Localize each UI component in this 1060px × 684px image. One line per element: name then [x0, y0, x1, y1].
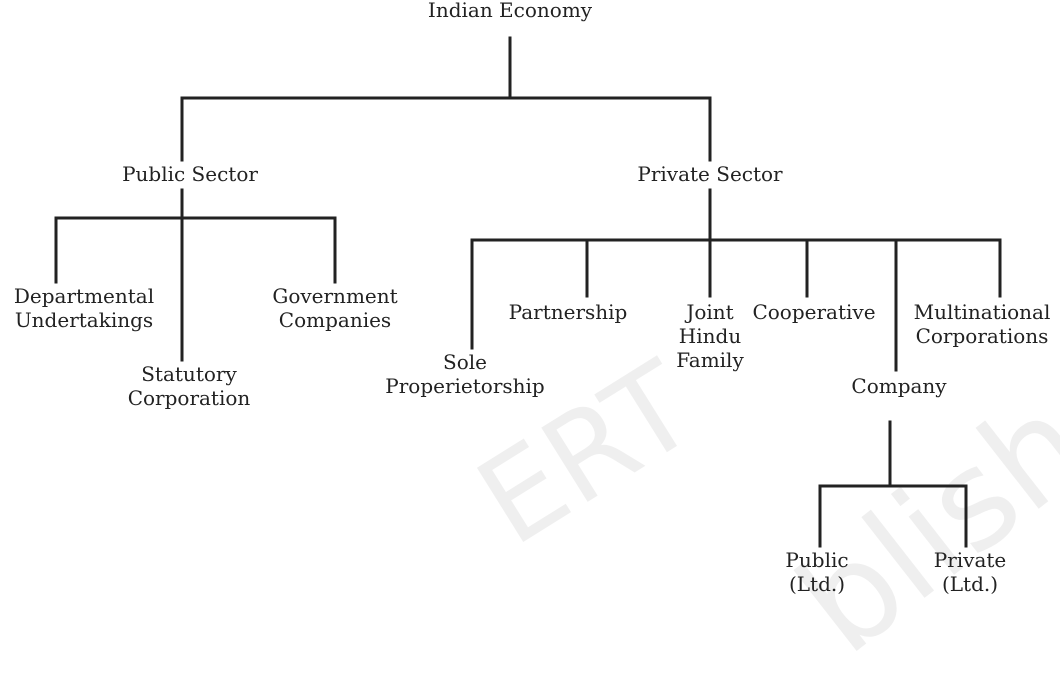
node-statutory-corporation: Statutory Corporation — [127, 362, 251, 410]
node-public-ltd: Public (Ltd.) — [785, 548, 849, 596]
node-private-ltd: Private (Ltd.) — [933, 548, 1007, 596]
node-multinational-corporations: Multinational Corporations — [913, 300, 1051, 348]
node-cooperative: Cooperative — [752, 300, 876, 324]
node-sole-proprietorship: Sole Properietorship — [385, 350, 545, 398]
node-government-companies: Government Companies — [272, 284, 398, 332]
node-private-sector: Private Sector — [637, 162, 783, 186]
tree-connectors — [54, 36, 1002, 548]
node-indian-economy: Indian Economy — [427, 0, 593, 22]
node-departmental-undertakings: Departmental Undertakings — [13, 284, 155, 332]
node-public-sector: Public Sector — [122, 162, 258, 186]
node-joint-hindu-family: Joint Hindu Family — [676, 300, 744, 372]
node-partnership: Partnership — [508, 300, 628, 324]
node-company: Company — [851, 374, 947, 398]
